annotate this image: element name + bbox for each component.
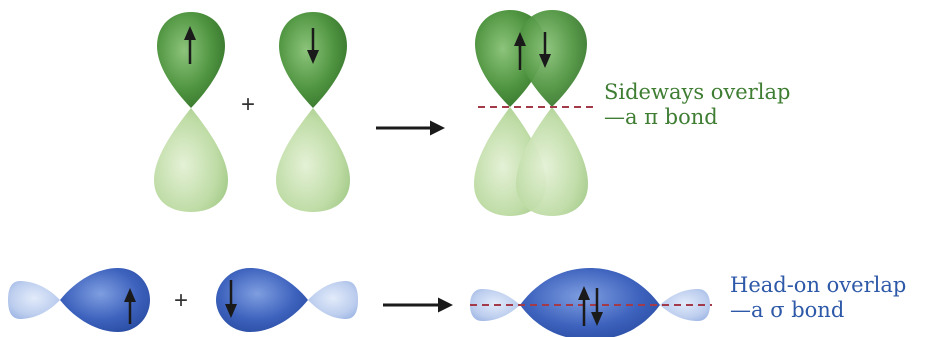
pi-caption-line1: Sideways overlap xyxy=(604,80,790,105)
sigma-caption-line2: —a σ bond xyxy=(730,298,906,323)
sigma-bonding-orbital xyxy=(470,268,712,337)
overlap-right-lower-lobe xyxy=(516,107,588,216)
pi-bond-caption: Sideways overlap —a π bond xyxy=(604,80,790,130)
overlapping-p-orbitals xyxy=(474,10,596,216)
sigma-caption-line1: Head-on overlap xyxy=(730,273,906,298)
sigma-bond-caption: Head-on overlap —a σ bond xyxy=(730,273,906,323)
plus-sign-top: + xyxy=(241,91,255,118)
overlap-right-upper-lobe xyxy=(518,10,587,107)
p-orbital-horizontal-left xyxy=(8,268,150,332)
p-orbital-left-lower-lobe xyxy=(154,108,228,212)
left-orbital-small-lobe xyxy=(8,281,60,319)
pi-caption-line2: —a π bond xyxy=(604,105,790,130)
p-orbital-horizontal-right xyxy=(216,268,358,332)
sigma-central-lobe xyxy=(520,268,660,337)
left-orbital-large-lobe xyxy=(60,268,150,332)
p-orbital-right xyxy=(276,12,350,212)
p-orbital-left xyxy=(154,12,228,212)
p-orbital-right-lower-lobe xyxy=(276,108,350,212)
plus-sign-bottom: + xyxy=(174,287,188,314)
right-orbital-small-lobe xyxy=(308,281,358,319)
